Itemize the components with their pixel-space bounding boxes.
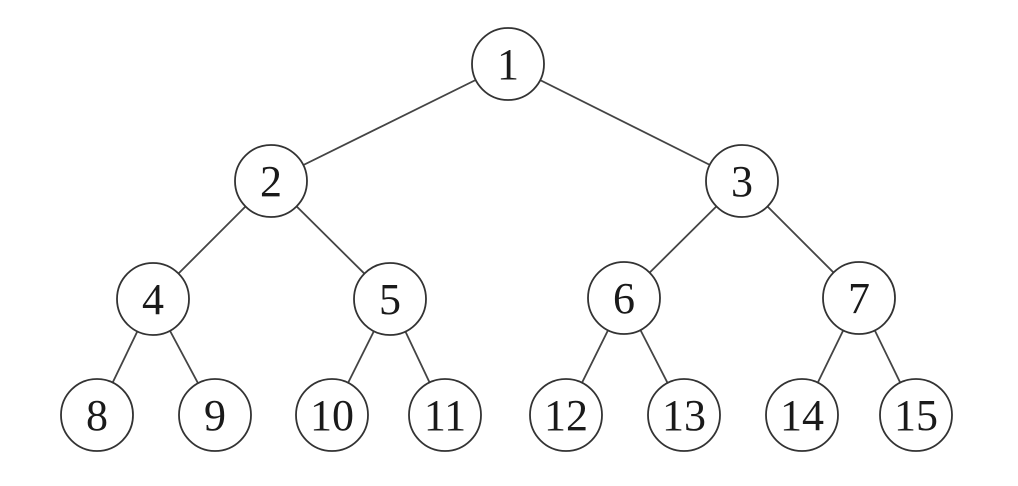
tree-node-label-10: 10 bbox=[310, 391, 354, 440]
tree-node-label-5: 5 bbox=[379, 275, 401, 324]
tree-node-circle-1 bbox=[471, 27, 545, 101]
tree-node-3: 3 bbox=[705, 144, 779, 218]
tree-node-label-9: 9 bbox=[204, 391, 226, 440]
tree-node-label-12: 12 bbox=[544, 391, 588, 440]
tree-node-circle-14 bbox=[765, 378, 839, 452]
tree-node-circle-5 bbox=[353, 262, 427, 336]
tree-node-7: 7 bbox=[822, 261, 896, 335]
tree-edge-1-2 bbox=[270, 63, 509, 182]
tree-node-6: 6 bbox=[587, 261, 661, 335]
tree-edges bbox=[96, 63, 917, 416]
tree-node-circle-9 bbox=[178, 378, 252, 452]
tree-node-14: 14 bbox=[765, 378, 839, 452]
tree-node-label-1: 1 bbox=[497, 40, 519, 89]
tree-node-circle-2 bbox=[234, 144, 308, 218]
tree-node-5: 5 bbox=[353, 262, 427, 336]
tree-node-label-8: 8 bbox=[86, 391, 108, 440]
tree-node-label-6: 6 bbox=[613, 274, 635, 323]
tree-node-15: 15 bbox=[879, 378, 953, 452]
tree-node-label-14: 14 bbox=[780, 391, 824, 440]
tree-node-12: 12 bbox=[529, 378, 603, 452]
tree-node-8: 8 bbox=[60, 378, 134, 452]
tree-node-circle-11 bbox=[408, 378, 482, 452]
tree-node-circle-4 bbox=[116, 262, 190, 336]
tree-edge-1-3 bbox=[507, 63, 743, 182]
tree-node-10: 10 bbox=[295, 378, 369, 452]
tree-node-4: 4 bbox=[116, 262, 190, 336]
tree-node-label-13: 13 bbox=[662, 391, 706, 440]
tree-node-circle-10 bbox=[295, 378, 369, 452]
tree-node-label-15: 15 bbox=[894, 391, 938, 440]
tree-node-circle-6 bbox=[587, 261, 661, 335]
tree-node-9: 9 bbox=[178, 378, 252, 452]
tree-node-label-4: 4 bbox=[142, 275, 164, 324]
tree-node-1: 1 bbox=[471, 27, 545, 101]
tree-node-label-2: 2 bbox=[260, 157, 282, 206]
tree-node-label-7: 7 bbox=[848, 274, 870, 323]
tree-node-11: 11 bbox=[408, 378, 482, 452]
tree-node-circle-8 bbox=[60, 378, 134, 452]
tree-node-circle-13 bbox=[647, 378, 721, 452]
tree-node-label-3: 3 bbox=[731, 157, 753, 206]
tree-node-13: 13 bbox=[647, 378, 721, 452]
tree-node-circle-3 bbox=[705, 144, 779, 218]
tree-node-label-11: 11 bbox=[424, 391, 466, 440]
tree-node-circle-12 bbox=[529, 378, 603, 452]
tree-node-circle-7 bbox=[822, 261, 896, 335]
tree-node-2: 2 bbox=[234, 144, 308, 218]
tree-node-circle-15 bbox=[879, 378, 953, 452]
